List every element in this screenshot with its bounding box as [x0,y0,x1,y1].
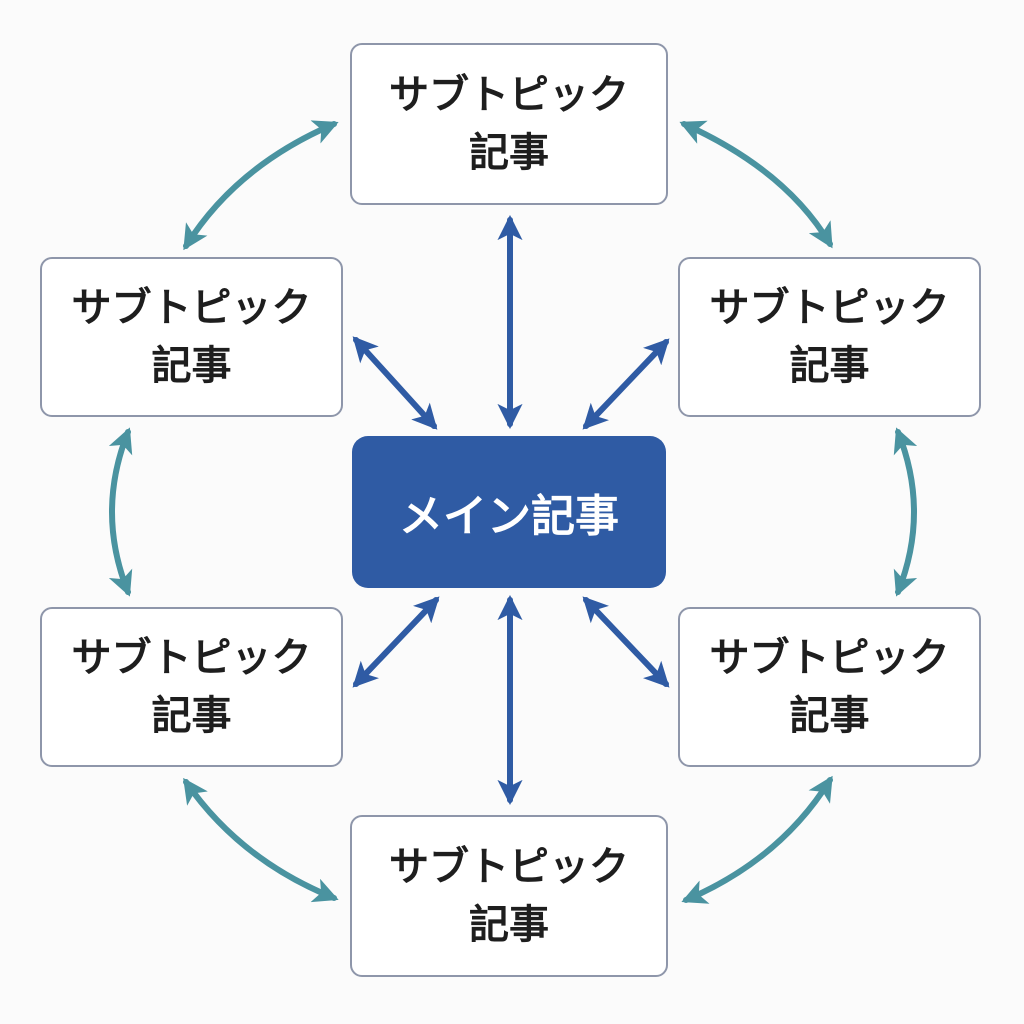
subtopic-label-line2: 記事 [151,343,232,389]
ring-arrow-lower-left-upper-left [108,427,133,597]
subtopic-box-upper-right: サブトピック 記事 [678,257,981,417]
ring-arrow-bottom-lower-left [183,777,339,903]
subtopic-box-lower-right: サブトピック 記事 [678,607,981,767]
main-article-label: メイン記事 [399,491,619,542]
ring-arrow-top-upper-right [679,120,833,249]
subtopic-label-line2: 記事 [789,693,870,739]
subtopic-box-upper-left: サブトピック 記事 [40,257,343,417]
subtopic-label-line1: サブトピック [709,635,950,681]
subtopic-label-line1: サブトピック [389,72,629,118]
subtopic-label-line2: 記事 [469,130,549,176]
subtopic-label-line2: 記事 [151,693,232,739]
subtopic-box-bottom: サブトピック 記事 [350,815,668,977]
hub-arrow-lower-right [582,596,670,688]
subtopic-label-line1: サブトピック [71,285,312,331]
hub-arrow-lower-left [352,596,440,688]
hub-arrow-upper-right [582,338,670,430]
ring-arrow-upper-right-lower-right [893,427,918,597]
ring-arrow-upper-left-top [183,120,339,251]
hub-arrows [352,214,670,806]
subtopic-box-top: サブトピック 記事 [350,43,668,205]
hub-arrow-upper-left [352,336,438,430]
ring-arrow-lower-right-bottom [681,775,833,904]
subtopic-label-line1: サブトピック [71,635,312,681]
main-article-box: メイン記事 [352,436,666,588]
subtopic-label-line1: サブトピック [389,844,629,890]
subtopic-box-lower-left: サブトピック 記事 [40,607,343,767]
subtopic-label-line2: 記事 [469,902,549,948]
ring-arrows [108,120,918,904]
subtopic-label-line1: サブトピック [709,285,950,331]
subtopic-label-line2: 記事 [789,343,870,389]
